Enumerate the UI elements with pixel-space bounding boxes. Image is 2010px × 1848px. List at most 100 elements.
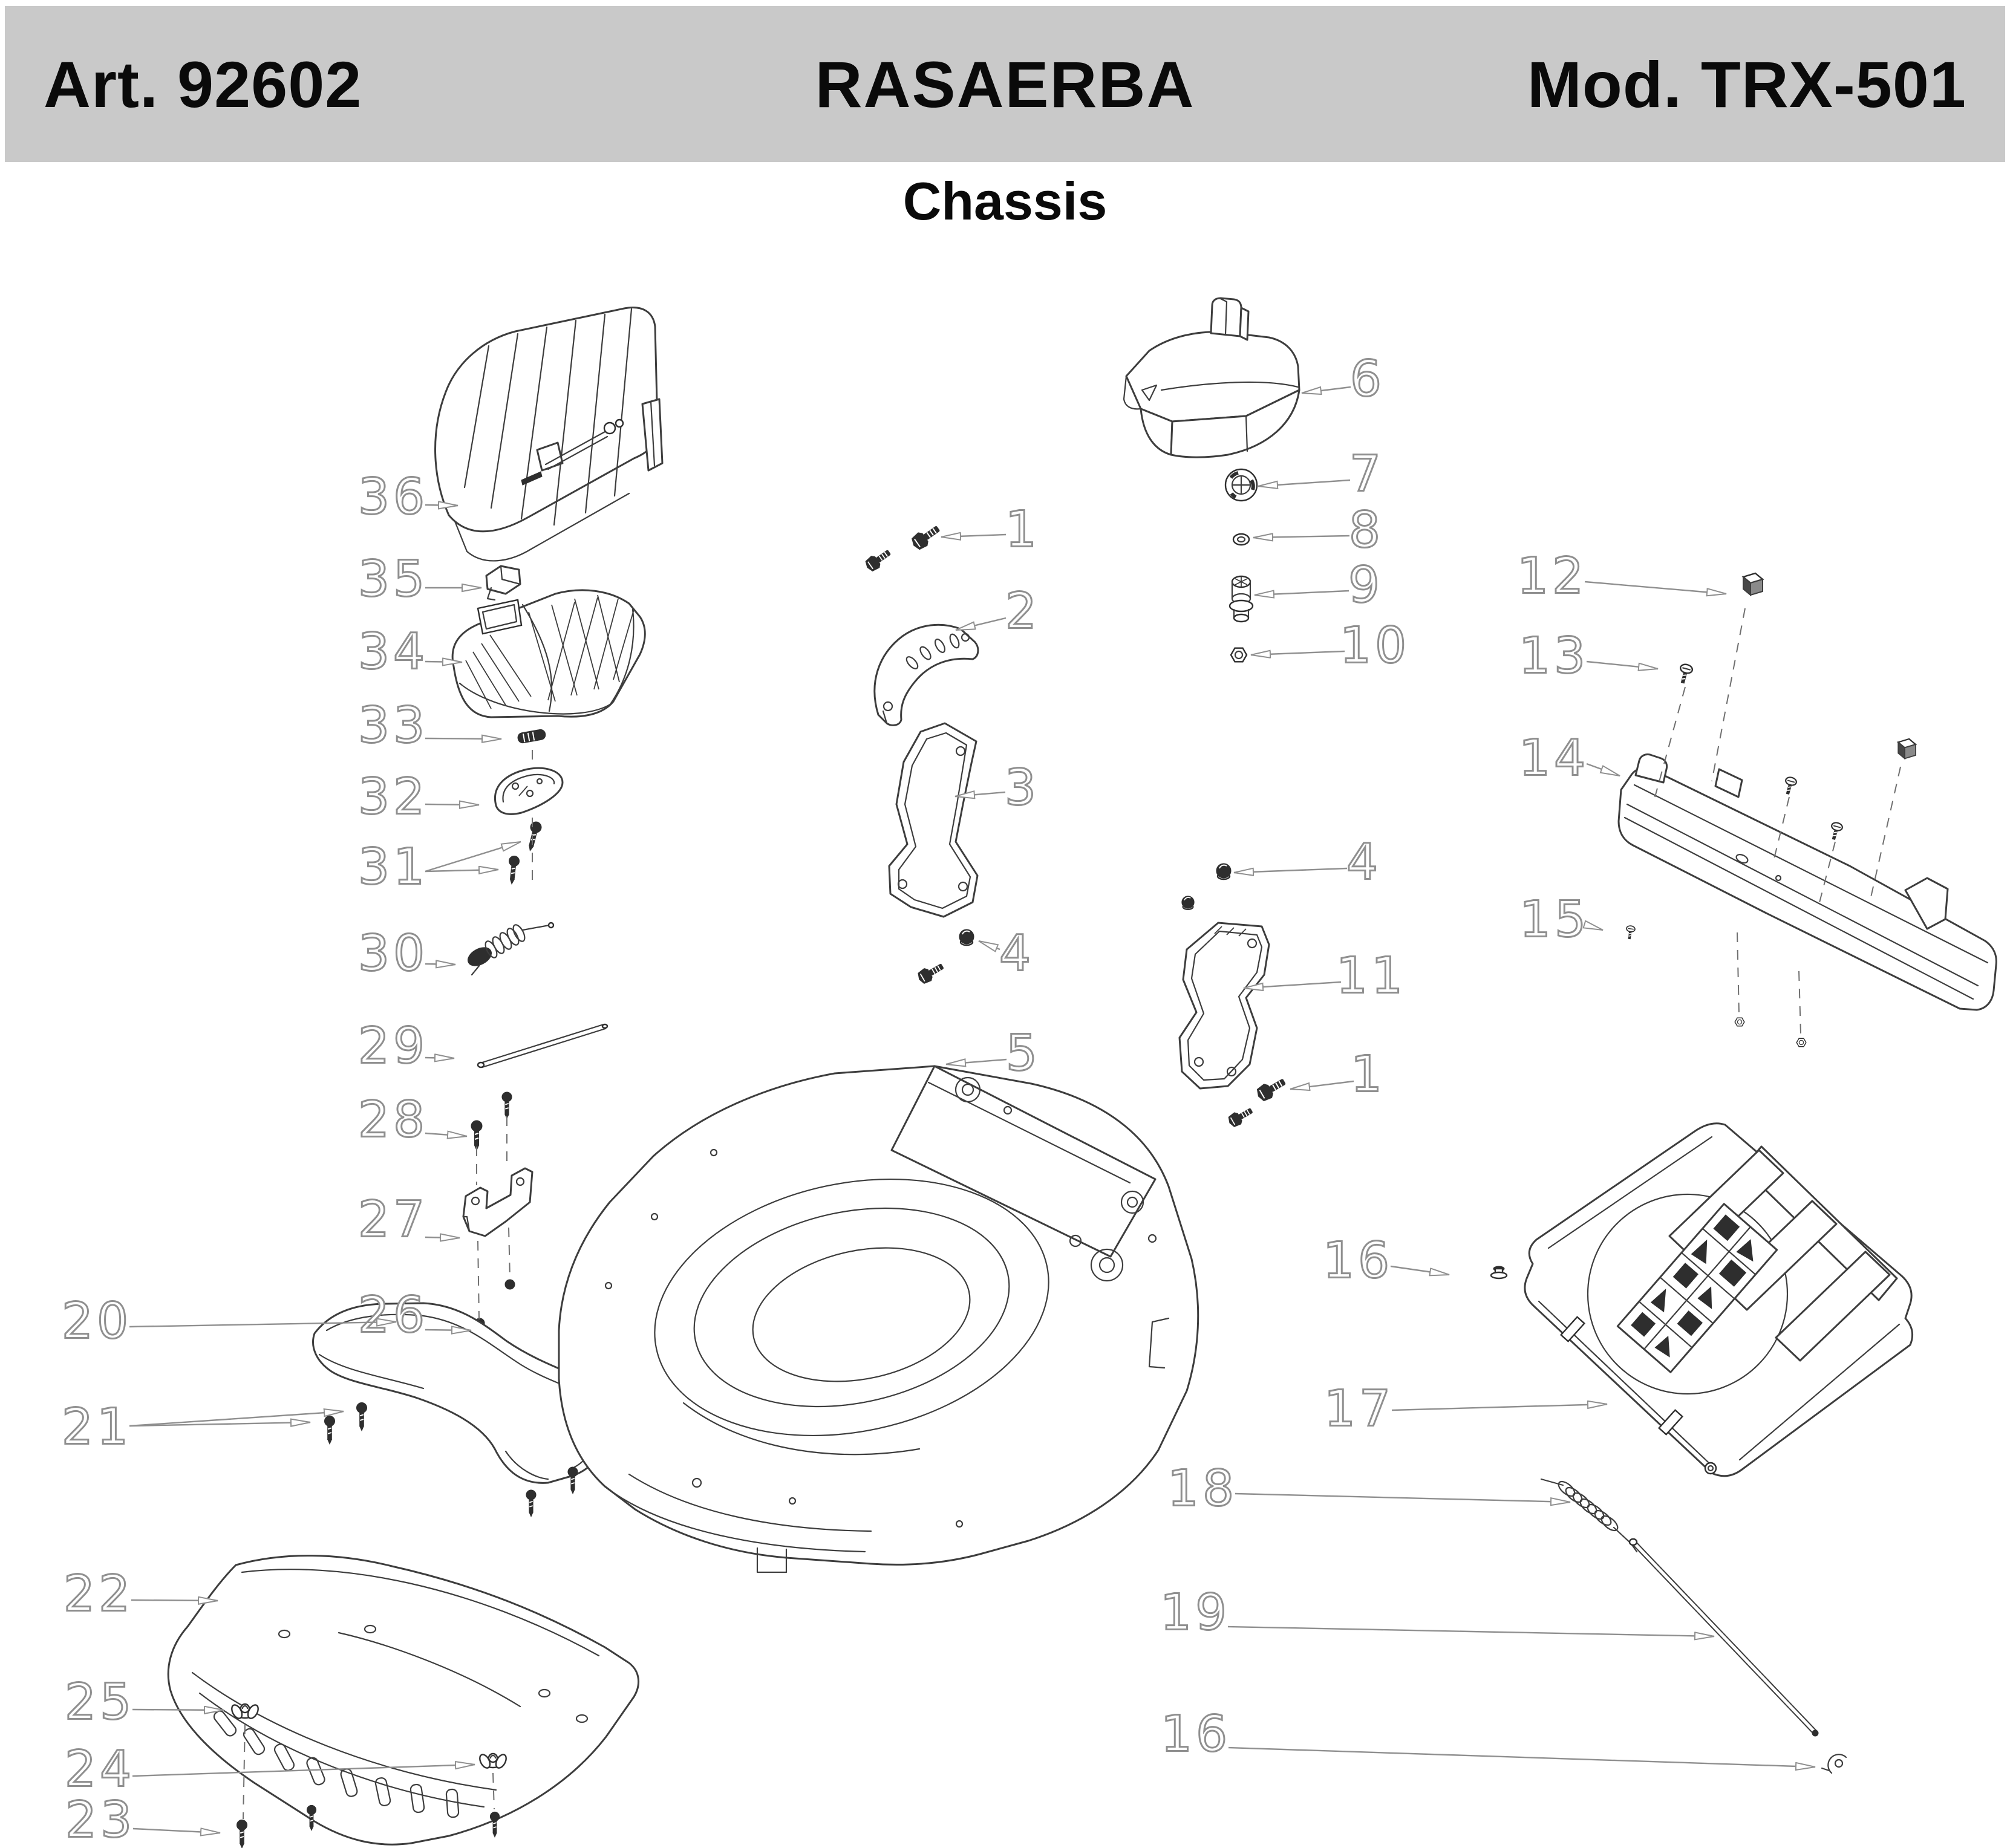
part-31-screws-icon	[506, 820, 543, 885]
part-16-hook-icon	[1821, 1754, 1847, 1774]
part-30-spring-assembly-icon	[467, 922, 555, 976]
callout-2: 2	[956, 582, 1040, 641]
part-12b-square-nut-icon	[1897, 738, 1917, 760]
callout-11: 11	[1244, 946, 1406, 1006]
callout-10: 10	[1251, 616, 1410, 675]
leader-line	[1251, 651, 1345, 655]
callout-8: 8	[1253, 501, 1382, 560]
part-28-screw-icon	[471, 1092, 512, 1151]
callout-3: 3	[955, 758, 1037, 818]
leader-line	[131, 1600, 218, 1601]
part-13-screw-icon	[1676, 662, 1694, 685]
part-number-label: 19	[1160, 1584, 1230, 1642]
callout-33: 33	[357, 696, 501, 755]
leader-line	[1228, 1746, 1815, 1767]
part-3-bracket-plate-icon	[888, 722, 979, 918]
callout-1: 1	[1290, 1045, 1383, 1104]
callout-15: 15	[1518, 890, 1603, 949]
part-6-discharge-chute-icon	[1123, 297, 1300, 458]
callout-21: 21	[60, 1397, 344, 1457]
leader-line	[979, 940, 1000, 949]
callout-6: 6	[1302, 350, 1385, 409]
part-10-nut-icon	[1230, 647, 1248, 663]
part-number-label: 21	[62, 1399, 132, 1456]
part-number-label: 16	[1323, 1232, 1393, 1290]
callout-14: 14	[1518, 729, 1620, 788]
part-number-label: 16	[1161, 1706, 1231, 1763]
part-number-label: 25	[65, 1674, 135, 1731]
callout-13: 13	[1518, 626, 1658, 686]
part-36-rear-deflector-icon	[434, 307, 664, 562]
part-number-label: 6	[1350, 351, 1385, 408]
part-16-screw-icon	[1490, 1265, 1508, 1280]
callout-12: 12	[1516, 547, 1726, 606]
part-7-cap-icon	[1224, 468, 1258, 502]
leader-line	[129, 1322, 396, 1328]
bar-nuts-icon	[1734, 1017, 1807, 1047]
part-number-label: 15	[1519, 891, 1590, 949]
callout-4: 4	[979, 924, 1034, 983]
assembly-dashes-left	[476, 750, 533, 1320]
callout-17: 17	[1323, 1379, 1607, 1439]
leader-line	[425, 505, 458, 506]
part-number-label: 36	[358, 469, 428, 526]
part-number-label: 12	[1517, 548, 1587, 605]
part-13b-screws-icon	[1781, 775, 1844, 842]
part-number-label: 27	[358, 1191, 428, 1249]
parts-layer	[167, 297, 1997, 1848]
title-bar: Art. 92602 RASAERBA Mod. TRX-501	[5, 6, 2005, 162]
leader-line	[1391, 1404, 1607, 1411]
part-number-label: 11	[1336, 948, 1406, 1005]
callout-31: 31	[357, 838, 521, 897]
callout-9: 9	[1255, 556, 1383, 615]
part-number-label: 4	[999, 925, 1034, 983]
section-title: Chassis	[902, 171, 1108, 231]
part-8-washer-icon	[1232, 533, 1250, 546]
part-number-label: 2	[1005, 583, 1040, 640]
part-14-rear-bar-icon	[1617, 753, 1997, 1011]
leader-line	[1253, 536, 1350, 538]
callout-29: 29	[357, 1017, 454, 1076]
part-32-cover-plate-icon	[494, 767, 564, 815]
part-number-label: 7	[1349, 446, 1385, 503]
part-number-label: 35	[358, 551, 428, 608]
callout-26: 26	[357, 1286, 471, 1345]
part-18-spring-icon	[1540, 1478, 1638, 1553]
part-35-clip-icon	[485, 565, 521, 601]
leader-line	[425, 738, 501, 739]
leader-line	[425, 870, 498, 871]
callout-layer: 3635343332313029282726202122252423123456…	[60, 350, 1815, 1848]
callout-34: 34	[357, 622, 462, 682]
callout-28: 28	[357, 1090, 467, 1150]
callout-20: 20	[60, 1292, 396, 1351]
leader-line	[1290, 1080, 1354, 1089]
model-number: Mod. TRX-501	[1527, 47, 1966, 121]
part-number-label: 4	[1346, 834, 1382, 891]
part-number-label: 10	[1340, 617, 1410, 675]
part-number-label: 14	[1519, 730, 1589, 787]
callout-23: 23	[64, 1791, 220, 1848]
part-number-label: 24	[65, 1741, 135, 1798]
part-number-label: 31	[358, 839, 428, 896]
part-34-belt-cover-icon	[451, 589, 646, 718]
warning-label	[1616, 1203, 1778, 1373]
leader-line	[1255, 591, 1349, 595]
assembly-dashes-bottom-left	[243, 1724, 495, 1820]
leader-line	[946, 1059, 1007, 1064]
leader-line	[1586, 660, 1658, 669]
leader-line	[129, 1422, 310, 1426]
part-9-fitting-icon	[1229, 575, 1254, 623]
leader-line	[129, 1411, 344, 1427]
part-1-bolts-icon	[863, 521, 944, 574]
part-number-label: 22	[64, 1566, 134, 1623]
leader-line	[425, 841, 521, 873]
part-number-label: 28	[358, 1092, 428, 1149]
part-22-front-cover-icon	[167, 1554, 640, 1846]
callout-24: 24	[64, 1740, 475, 1799]
part-number-label: 26	[358, 1287, 428, 1344]
part-number-label: 9	[1348, 557, 1383, 614]
callout-5: 5	[946, 1024, 1039, 1083]
leader-line	[425, 1133, 467, 1136]
part-number-label: 32	[358, 769, 428, 826]
